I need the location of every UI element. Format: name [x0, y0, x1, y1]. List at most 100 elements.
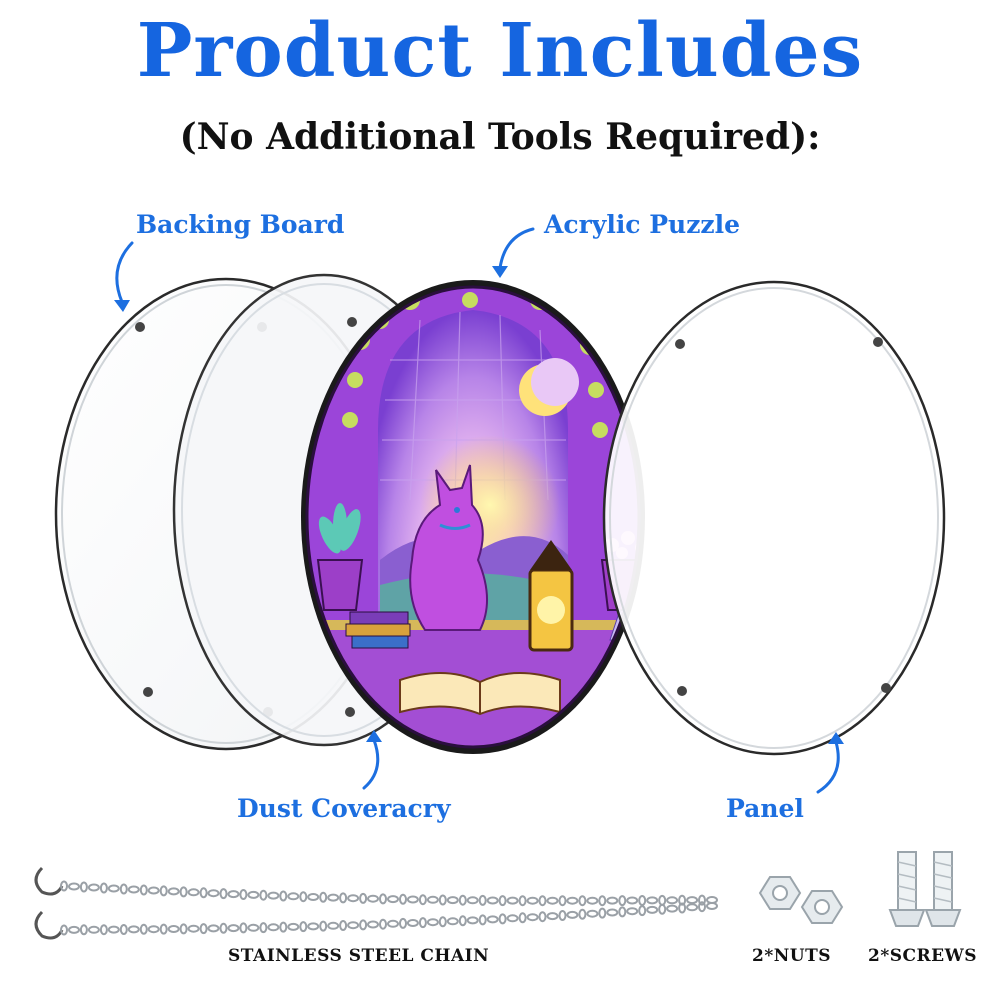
chain-link — [299, 921, 308, 933]
chain-link — [498, 895, 507, 907]
chain-link — [347, 921, 360, 930]
panel-arrow — [816, 740, 840, 794]
chain-link — [518, 912, 527, 924]
chain-link — [399, 893, 407, 905]
chain-link — [706, 902, 718, 910]
chain-link — [159, 923, 168, 935]
chain-link — [239, 889, 248, 900]
chain-link — [538, 911, 547, 923]
chain-link — [87, 883, 100, 892]
chain-link — [147, 886, 160, 895]
nuts-illustration — [758, 876, 844, 924]
chain-link — [307, 893, 320, 901]
label-backing-board: Backing Board — [136, 210, 345, 239]
chain-link — [107, 925, 120, 934]
chain-link — [658, 903, 667, 915]
front-panel — [602, 280, 946, 756]
chain-link — [259, 889, 268, 901]
chain-link — [367, 920, 379, 929]
mount-hole — [881, 683, 891, 693]
acrylic-puzzle — [301, 280, 645, 754]
chain-link — [666, 904, 679, 913]
chain-link — [227, 890, 240, 899]
label-panel: Panel — [726, 794, 804, 823]
chain-link — [327, 921, 340, 930]
chain-link — [119, 924, 128, 935]
chain-link — [586, 896, 599, 905]
mount-hole — [677, 686, 687, 696]
chain-link — [678, 894, 687, 906]
chain-link — [598, 895, 607, 907]
caption-screws: 2*SCREWS — [868, 946, 977, 966]
chain-link — [418, 917, 427, 929]
chain-link — [367, 894, 379, 903]
chain-link — [139, 923, 148, 935]
chain-link — [99, 882, 108, 894]
chain-link — [606, 908, 619, 917]
chain-link — [60, 924, 68, 936]
chain-link — [227, 924, 240, 933]
chain-link — [319, 920, 328, 932]
chain-link — [646, 896, 659, 905]
chain-link — [399, 917, 407, 929]
chain-link — [638, 905, 647, 917]
chain-link — [686, 903, 699, 912]
chain-link — [526, 913, 539, 922]
mount-hole — [675, 339, 685, 349]
steel-chain-illustration — [34, 866, 718, 940]
chain-link — [458, 915, 467, 927]
chain-link — [506, 896, 519, 905]
chain-link — [339, 892, 348, 904]
chain-link — [598, 907, 607, 919]
chain-link — [287, 922, 300, 931]
chain-link — [618, 906, 627, 918]
chain-link — [518, 895, 527, 907]
chain-link — [606, 896, 619, 905]
chain-link — [478, 914, 487, 926]
chain-link — [538, 895, 547, 907]
chain-link — [187, 888, 200, 897]
chain-link — [179, 923, 188, 935]
dust-cover-arrow — [362, 738, 380, 790]
chain-link — [99, 924, 108, 936]
chain-link — [319, 891, 328, 903]
chain-link — [586, 909, 599, 918]
chain-link — [279, 890, 288, 902]
chain-link — [347, 894, 360, 903]
chain-link — [359, 919, 368, 931]
chain-link — [207, 924, 220, 933]
chain-link — [147, 925, 160, 934]
chain-link — [498, 913, 507, 925]
mount-hole — [347, 317, 357, 327]
chain-link — [458, 894, 467, 906]
s-hook-icon — [34, 910, 64, 940]
mount-hole — [873, 337, 883, 347]
chain-link — [578, 895, 587, 907]
chain-link — [406, 895, 419, 904]
chain-link — [287, 892, 300, 901]
chain-link — [79, 881, 88, 893]
chain-link — [387, 919, 399, 928]
chain-link — [526, 896, 539, 905]
chain-link — [299, 891, 308, 903]
chain-link — [506, 914, 519, 923]
chain-link — [438, 916, 447, 928]
chain-link — [127, 925, 140, 934]
s-hook-icon — [34, 866, 64, 896]
chain-link — [179, 886, 188, 898]
mount-hole — [345, 707, 355, 717]
chain-link — [658, 894, 667, 906]
chain-link — [247, 923, 260, 932]
chain-link — [446, 917, 459, 926]
chain-link — [279, 921, 288, 933]
chain-link — [418, 894, 427, 906]
chain-link — [626, 907, 639, 916]
screws-illustration — [888, 851, 962, 927]
chain-link — [239, 922, 248, 934]
chain-link — [446, 896, 459, 905]
chain-link — [259, 922, 268, 934]
backing-board-arrow — [115, 241, 134, 304]
acrylic-puzzle-arrow — [498, 227, 535, 270]
chain-link — [68, 882, 80, 891]
